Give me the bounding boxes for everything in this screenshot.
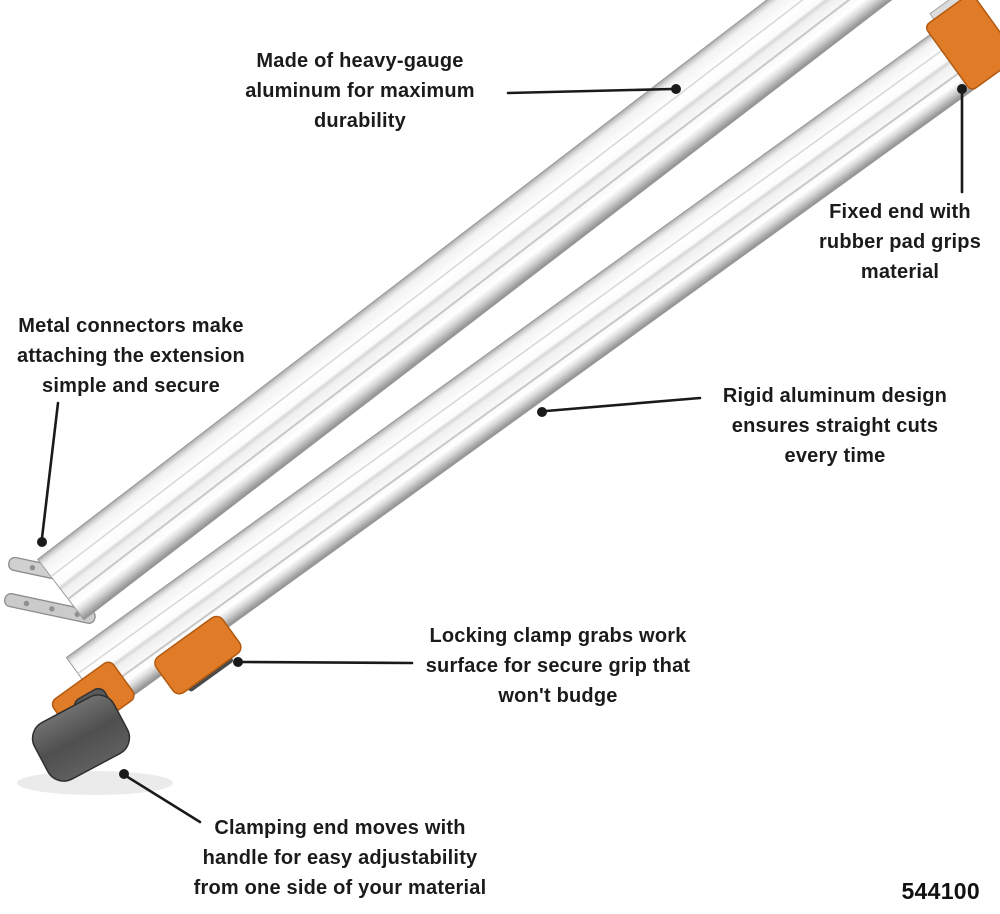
- callout-handle: Clamping end moves with handle for easy …: [193, 817, 487, 899]
- callout-material: Made of heavy-gauge aluminum for maximum…: [245, 50, 475, 132]
- clamp-handle: [31, 687, 131, 782]
- leader-dot-clamp: [233, 657, 243, 667]
- leader-line-rigid: [544, 396, 702, 413]
- leader-dot-handle: [119, 769, 129, 779]
- lower-rail: [51, 0, 1000, 739]
- leader-line-handle: [124, 774, 202, 824]
- callout-fixed-end: Fixed end with rubber pad grips material: [818, 201, 982, 283]
- handle-knob: [31, 694, 131, 782]
- leader-line-material: [506, 87, 674, 95]
- callout-clamp: Locking clamp grabs work surface for sec…: [425, 625, 691, 707]
- connector-hole: [29, 565, 36, 571]
- leader-dot-fixed-end: [957, 84, 967, 94]
- callout-rigid: Rigid aluminum design ensures straight c…: [722, 385, 948, 467]
- locking-clamp: [154, 615, 242, 695]
- leader-line-connectors: [40, 401, 60, 540]
- connector-hole: [23, 600, 30, 607]
- upper-rail-extension: [37, 0, 1000, 621]
- model-number: 544100: [901, 878, 980, 904]
- leader-dot-rigid: [537, 407, 547, 417]
- connector-hole: [49, 606, 55, 612]
- fixed-end-pad: [925, 0, 1000, 90]
- leader-dot-material: [671, 84, 681, 94]
- leader-dot-connectors: [37, 537, 47, 547]
- callout-connectors: Metal connectors make attaching the exte…: [17, 315, 245, 397]
- leader-line-clamp: [240, 660, 414, 665]
- leader-dots: [37, 84, 967, 779]
- leader-lines: [40, 87, 964, 824]
